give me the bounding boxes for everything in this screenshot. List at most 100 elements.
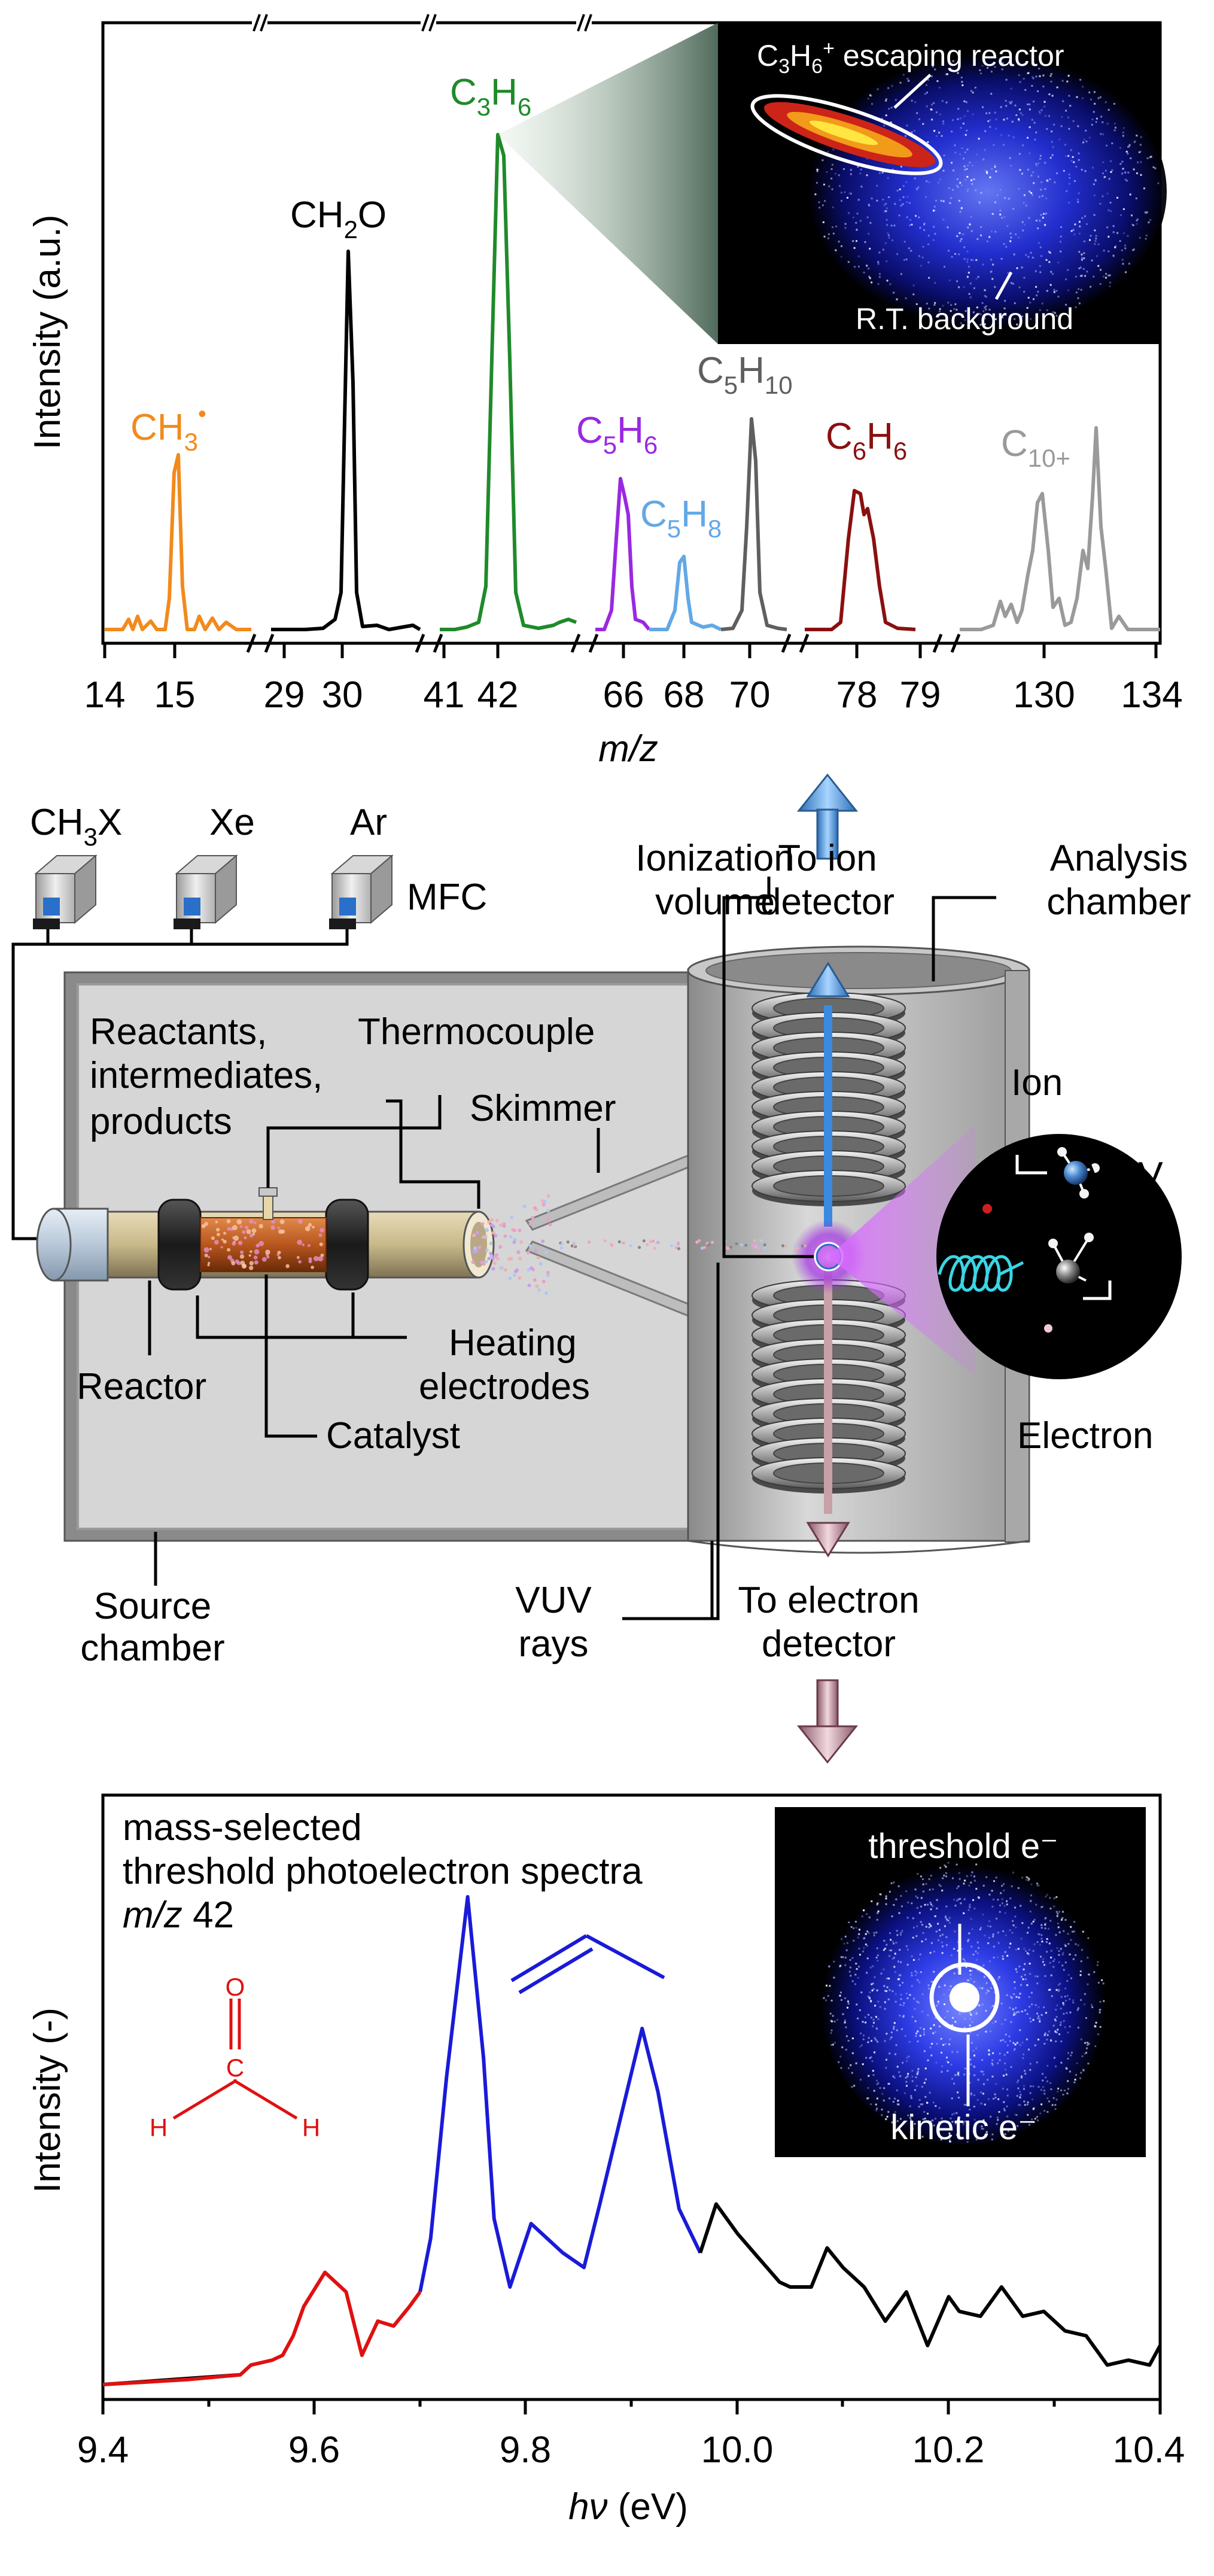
- tpes-tick-labels: 9.4 9.6 9.8 10.0 10.2 10.4: [77, 2429, 1185, 2471]
- neutral-molecule-atom: [1056, 1260, 1080, 1284]
- arrow-to-electron-detector-icon: [796, 1679, 859, 1764]
- background-label: R.T. background: [856, 302, 1073, 336]
- background-blob: [808, 54, 1167, 329]
- threshold-ring: [929, 1962, 1000, 2033]
- tpes-x-axis-ticks: [101, 2399, 1162, 2414]
- heating-electrode-1: [157, 1199, 202, 1291]
- label-reactor: Reactor: [77, 1366, 206, 1407]
- escaping-reactor-label: C3H6+ escaping reactor: [757, 37, 1064, 78]
- formaldehyde-structure-icon: [172, 1999, 298, 2120]
- apparatus-labels: Reactants, intermediates, products Therm…: [77, 838, 1191, 1669]
- electron-arrow-head-icon: [806, 1522, 850, 1558]
- ch2o-trace: [271, 250, 421, 631]
- tpes-title-line3: m/z 42: [123, 1894, 234, 1936]
- tick-label-14: 14: [84, 674, 126, 716]
- label-electron: Electron: [1017, 1415, 1153, 1456]
- peak-label-ch2o: CH2O: [290, 194, 387, 244]
- label-heating-line1: Heating: [449, 1322, 577, 1364]
- mass-spectrum-panel: 14 15 29 30 41 42 66 68 70 78 79 130 134…: [27, 14, 1183, 770]
- label-to-electron-line1: To electron: [738, 1580, 919, 1621]
- label-source-line2: chamber: [80, 1628, 224, 1669]
- electron-image-speckle: [823, 1862, 1105, 2143]
- ion-molecule-atom: [1064, 1161, 1088, 1185]
- mass-spectrum-x-axis: [103, 634, 1160, 658]
- tpes-tick-9.6: 9.6: [288, 2429, 340, 2471]
- c6h6-trace: [805, 489, 916, 631]
- atom-o: O: [226, 1973, 245, 2001]
- label-source-line1: Source: [94, 1586, 211, 1627]
- tick-label-42: 42: [477, 674, 519, 716]
- label-skimmer: Skimmer: [470, 1088, 616, 1129]
- peak-label-c5h8: C5H8: [640, 494, 722, 543]
- arrow-to-ion-detector-icon: [796, 773, 859, 860]
- reactor-assembly: [36, 1187, 495, 1291]
- mass-spectrum-y-label: Intensity (a.u.): [27, 215, 68, 450]
- c5h10-trace: [720, 417, 787, 631]
- ion-image-speckle: [814, 57, 1160, 326]
- tpes-title-line2: threshold photoelectron spectra: [123, 1851, 643, 1892]
- tick-label-78: 78: [836, 674, 878, 716]
- formaldehyde-atom-labels: O C H H: [150, 1973, 320, 2142]
- peak-label-c3h6: C3H6: [450, 72, 531, 121]
- electron-image-inset: threshold e⁻ kinetic e⁻: [775, 1807, 1146, 2157]
- tick-label-68: 68: [664, 674, 705, 716]
- tick-label-30: 30: [322, 674, 363, 716]
- label-analysis-line1: Analysis: [1050, 838, 1188, 879]
- top-axis-break-marks: [252, 14, 592, 32]
- zoom-wedge: [498, 23, 718, 344]
- label-catalyst: Catalyst: [326, 1415, 460, 1456]
- atom-h-right: H: [302, 2113, 320, 2142]
- label-ionization-volume-line2: volume: [655, 881, 775, 923]
- mass-spectrum-traces: [105, 133, 1160, 631]
- c5h6-trace: [595, 477, 651, 631]
- gas-label-ar: Ar: [350, 802, 387, 843]
- gas-label-ch3x: CH3X: [30, 802, 122, 851]
- tpes-y-label: Intensity (-): [27, 2008, 68, 2193]
- tick-label-66: 66: [603, 674, 644, 716]
- molecular-beam-particles: [471, 1194, 807, 1295]
- peak-label-c6h6: C6H6: [826, 416, 907, 465]
- ch3-trace: [105, 453, 251, 631]
- tick-label-130: 130: [1013, 674, 1075, 716]
- c5h8-trace: [649, 555, 722, 631]
- electron-flight-axis: [824, 1251, 832, 1514]
- label-ionization-volume-line1: Ionization: [635, 838, 794, 879]
- label-thermocouple: Thermocouple: [358, 1011, 595, 1053]
- c10-trace: [960, 426, 1160, 631]
- mass-spectrum-x-label: m/z: [598, 728, 658, 770]
- label-to-electron-line2: detector: [762, 1623, 896, 1665]
- gas-feed-lines: [11, 929, 349, 1240]
- peak-label-c5h10: C5H10: [697, 350, 793, 399]
- peak-label-c10: C10+: [1001, 423, 1070, 472]
- tpes-tick-10.0: 10.0: [701, 2429, 774, 2471]
- ion-image-inset: C3H6+ escaping reactor R.T. background: [718, 23, 1167, 344]
- vuv-zoom-cone: [829, 1125, 975, 1376]
- propene-beam-peak: [809, 120, 878, 145]
- c3h6-trace: [440, 133, 577, 631]
- ion-flight-axis: [824, 1005, 832, 1227]
- label-reactants: Reactants,: [90, 1011, 267, 1053]
- tpes-panel: 9.4 9.6 9.8 10.0 10.2 10.4 hν (eV) Inten…: [27, 1793, 1185, 2528]
- tick-label-134: 134: [1121, 674, 1182, 716]
- electron-spiral: [938, 1255, 1024, 1292]
- label-products: products: [90, 1101, 232, 1142]
- tpes-trace-ch2o: [102, 2270, 422, 2386]
- tpes-trace-c3h6: [418, 1895, 702, 2292]
- tick-label-29: 29: [264, 674, 305, 716]
- atom-c: C: [226, 2054, 244, 2082]
- apparatus-schematic: CH3X Xe Ar MFC: [11, 773, 1191, 1764]
- propene-structure-icon: [510, 1934, 665, 1994]
- mfc-xe-icon: [174, 854, 238, 929]
- tpes-title-line1: mass-selected: [123, 1807, 362, 1848]
- mfc-ch3x-icon: [33, 854, 98, 929]
- label-to-ion-line1: To ion: [778, 838, 877, 879]
- zoom-circle-leaders: [1015, 1155, 1112, 1300]
- heating-electrode-2: [325, 1199, 369, 1291]
- gas-label-xe: Xe: [209, 802, 255, 843]
- tpes-tick-9.4: 9.4: [77, 2429, 129, 2471]
- tick-label-70: 70: [729, 674, 771, 716]
- tpes-traces: [102, 1895, 1162, 2386]
- ion-arrow-head-icon: [806, 962, 850, 997]
- label-analysis-line2: chamber: [1046, 881, 1191, 923]
